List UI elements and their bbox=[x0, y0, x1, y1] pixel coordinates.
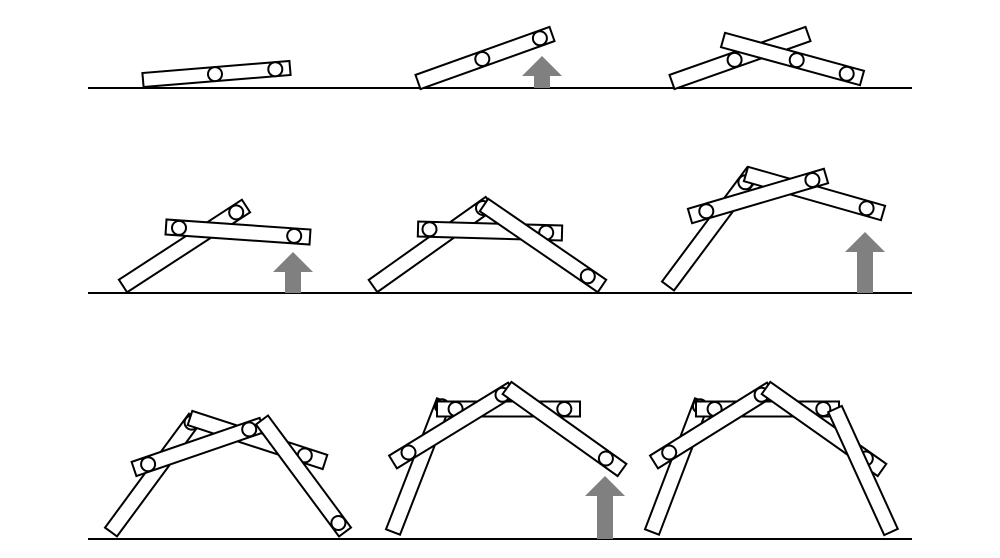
step-7-beam-a bbox=[103, 412, 203, 538]
step-6-beam-c bbox=[686, 167, 830, 225]
step-2-beam-a-pin-2 bbox=[531, 30, 548, 47]
step-8-beam-d bbox=[501, 380, 628, 478]
step-6-beam-b-pin-1 bbox=[858, 200, 875, 217]
step-8-beam-b-pin-2 bbox=[556, 401, 573, 417]
step-4-lift-arrow bbox=[273, 252, 313, 293]
step-5-beam-c bbox=[478, 197, 608, 294]
step-9-beam-c-pin-1 bbox=[661, 444, 678, 461]
step-5-beam-b-pin-1 bbox=[421, 221, 438, 238]
step-8-beam-c bbox=[387, 381, 518, 470]
step-9-beam-c bbox=[648, 381, 777, 470]
assembly-step-9 bbox=[643, 380, 900, 537]
step-7-beam-c-pin-2 bbox=[241, 421, 258, 438]
assembly-step-4 bbox=[117, 198, 313, 294]
step-7-beam-c-pin-1 bbox=[140, 456, 157, 473]
assembly-step-8 bbox=[384, 380, 628, 539]
step-6-beam-b bbox=[742, 165, 887, 222]
step-4-beam-b-pin-1 bbox=[171, 219, 187, 236]
step-2-beam-a-pin-1 bbox=[474, 51, 491, 67]
step-4-beam-a-pin-1 bbox=[228, 204, 245, 221]
step-4-beam-b-pin-2 bbox=[286, 227, 303, 244]
step-6-beam-c-pin-1 bbox=[698, 203, 715, 220]
assembly-step-2 bbox=[414, 25, 562, 91]
step-8-lift-arrow bbox=[585, 476, 625, 539]
step-8-beam-d-pin-1 bbox=[597, 450, 614, 467]
assembly-step-5 bbox=[367, 195, 608, 294]
step-5-beam-c-pin-1 bbox=[579, 268, 596, 285]
step-1-beam-a-pin-1 bbox=[207, 66, 223, 83]
step-8-beam-c-pin-1 bbox=[400, 444, 417, 461]
step-7-beam-c bbox=[130, 416, 266, 478]
step-9-beam-e bbox=[826, 404, 900, 537]
step-6-beam-c-pin-2 bbox=[804, 172, 821, 188]
assembly-step-6 bbox=[660, 165, 887, 293]
step-4-beam-b bbox=[164, 218, 312, 246]
step-3-beam-b-pin-1 bbox=[788, 52, 805, 69]
assembly-step-3 bbox=[668, 25, 866, 91]
step-7-beam-d-pin-1 bbox=[330, 515, 347, 531]
step-9-beam-b-pin-2 bbox=[815, 401, 832, 417]
step-2-lift-arrow bbox=[522, 56, 562, 88]
step-7-beam-d bbox=[254, 414, 353, 538]
step-3-beam-b-pin-2 bbox=[838, 65, 855, 82]
step-6-lift-arrow bbox=[845, 232, 885, 293]
assembly-step-7 bbox=[103, 409, 353, 538]
step-3-beam-a-pin-1 bbox=[726, 51, 743, 68]
step-5-beam-a bbox=[367, 195, 496, 294]
step-1-beam-a-pin-2 bbox=[267, 61, 284, 78]
step-9-beam-a bbox=[643, 397, 711, 536]
assembly-step-1 bbox=[141, 59, 292, 89]
